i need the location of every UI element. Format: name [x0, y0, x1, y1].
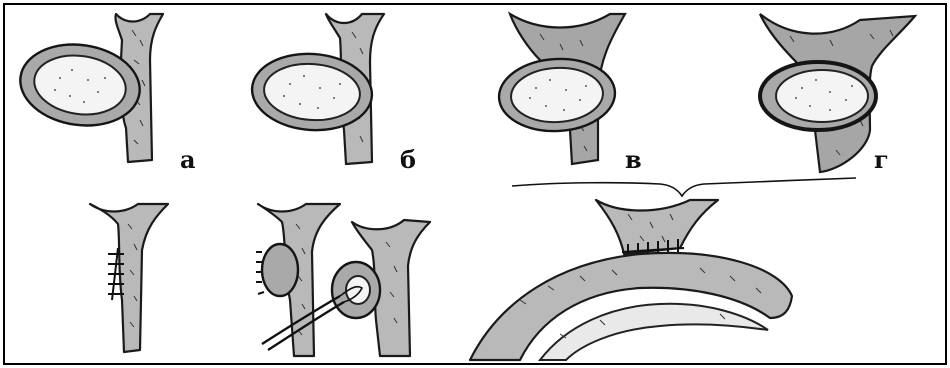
brace-v-g — [512, 178, 856, 196]
panel-b: б — [249, 14, 416, 174]
panel-v-label: в — [625, 145, 642, 174]
panel-a: а — [15, 14, 196, 174]
intestine-inner — [540, 304, 768, 360]
bottom-anastomosis — [470, 200, 792, 360]
panel-g: г — [760, 14, 915, 174]
panel-g-cyst-lumen — [776, 70, 868, 122]
bottom-drained-cyst-left — [262, 244, 298, 296]
panel-v: в — [497, 14, 641, 174]
bottom-drainage — [256, 204, 430, 356]
panel-g-label: г — [874, 145, 889, 174]
panel-b-label: б — [400, 145, 416, 174]
bottom-duct-1 — [90, 204, 168, 352]
bottom-sutured-duct — [90, 204, 168, 352]
panel-a-label: а — [180, 145, 196, 174]
